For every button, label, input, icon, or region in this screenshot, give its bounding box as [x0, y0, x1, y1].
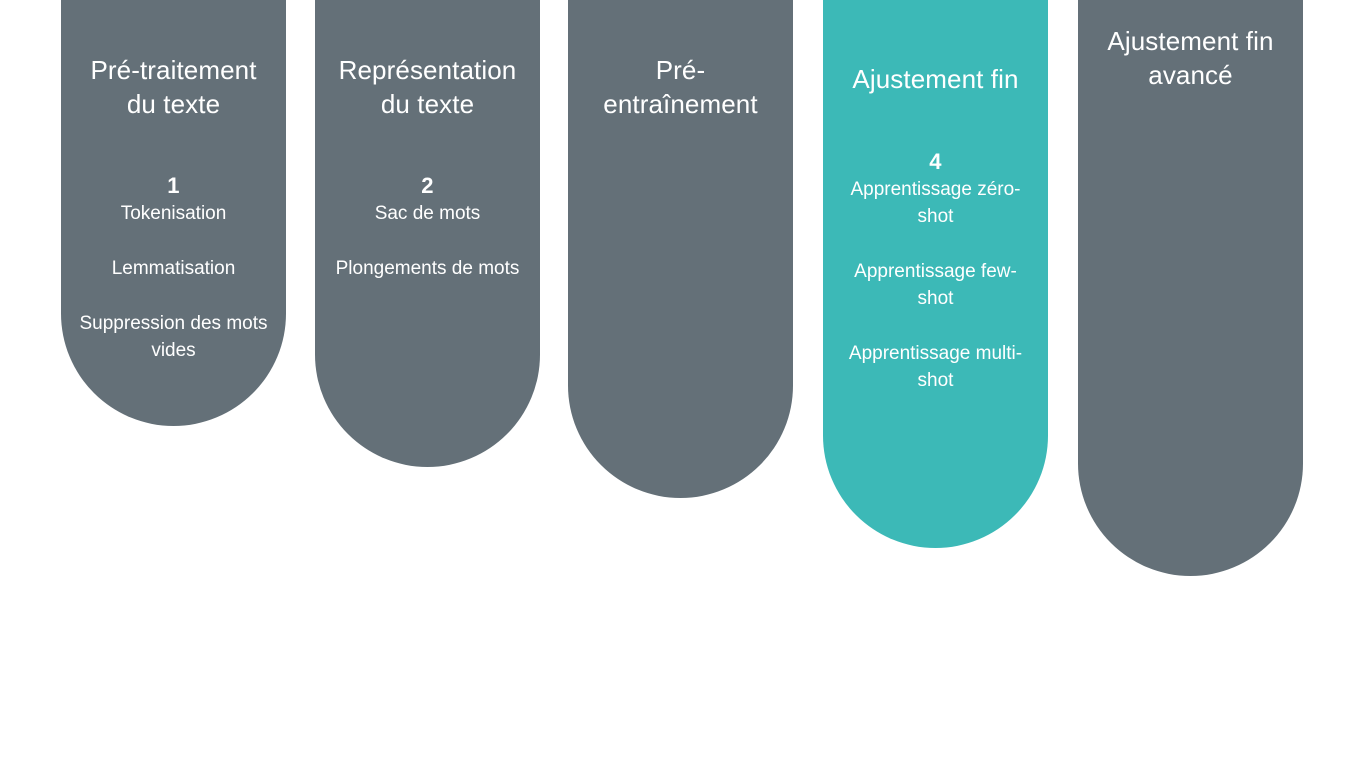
stage-title: Ajustement fin — [852, 64, 1019, 94]
stage-content: 4 Apprentissage zéro-shot Apprentissage … — [837, 96, 1034, 394]
stage-content: 1 Tokenisation Lemmatisation Suppression… — [75, 121, 272, 364]
stage-item: Apprentissage few-shot — [854, 261, 1017, 309]
stage-item: Sac de mots — [374, 203, 481, 224]
stage-title: Pré-traitement du texte — [90, 55, 257, 119]
stage-title: Représentation du texte — [338, 55, 517, 119]
stage-title: Ajustement fin avancé — [1107, 26, 1274, 90]
stage-item: Plongements de mots — [335, 258, 520, 279]
stage-number: 4 — [929, 149, 942, 174]
stage-item: Apprentissage multi-shot — [848, 343, 1023, 391]
stage-title: Pré-entraînement — [603, 55, 758, 119]
stage-pillar-pre-traitement-du-texte[interactable]: Pré-traitement du texte 1 Tokenisation L… — [61, 0, 286, 426]
stage-pillar-pre-entrainement[interactable]: Pré-entraînement — [568, 0, 793, 498]
stage-pillar-ajustement-fin[interactable]: Ajustement fin 4 Apprentissage zéro-shot… — [823, 0, 1048, 548]
stage-content: 2 Sac de mots Plongements de mots — [329, 121, 526, 282]
stage-pillar-ajustement-fin-avance[interactable]: Ajustement fin avancé — [1078, 0, 1303, 576]
stage-item: Suppression des mots vides — [79, 313, 268, 361]
stage-number: 2 — [421, 173, 434, 198]
stage-item: Apprentissage zéro-shot — [850, 179, 1021, 227]
stage-item: Lemmatisation — [111, 258, 236, 279]
stage-pillar-representation-du-texte[interactable]: Représentation du texte 2 Sac de mots Pl… — [315, 0, 540, 467]
stage-number: 1 — [167, 173, 180, 198]
stage-item: Tokenisation — [120, 203, 227, 224]
